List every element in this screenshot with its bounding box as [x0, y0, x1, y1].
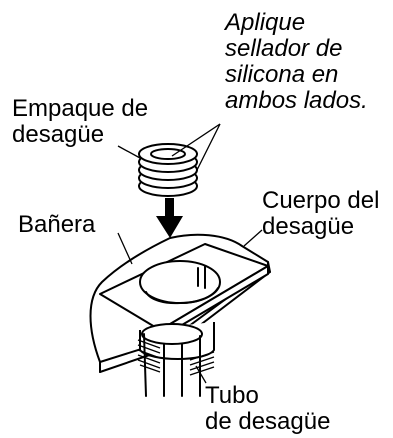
gasket-label-line-1: Empaque de [12, 95, 149, 122]
note-line-3: silicona en [225, 61, 339, 88]
drain-gasket [138, 143, 198, 197]
thread-lines [137, 339, 215, 376]
insertion-arrow [156, 198, 183, 238]
note-line-2: sellador de [225, 35, 343, 62]
drain-body-label-line-2: desagüe [262, 213, 355, 240]
tub-label: Bañera [18, 211, 96, 238]
drain-body-label-line-1: Cuerpo del [262, 187, 380, 214]
note-line-1: Aplique [225, 9, 306, 36]
leader-lines [117, 123, 263, 384]
drain-pipe-label-line-1: Tubo [205, 382, 259, 409]
drain-pipe-label-line-2: de desagüe [205, 408, 331, 435]
note-line-4: ambos lados. [225, 87, 368, 114]
drain-pipe [141, 323, 203, 397]
gasket-label-line-2: desagüe [12, 121, 105, 148]
